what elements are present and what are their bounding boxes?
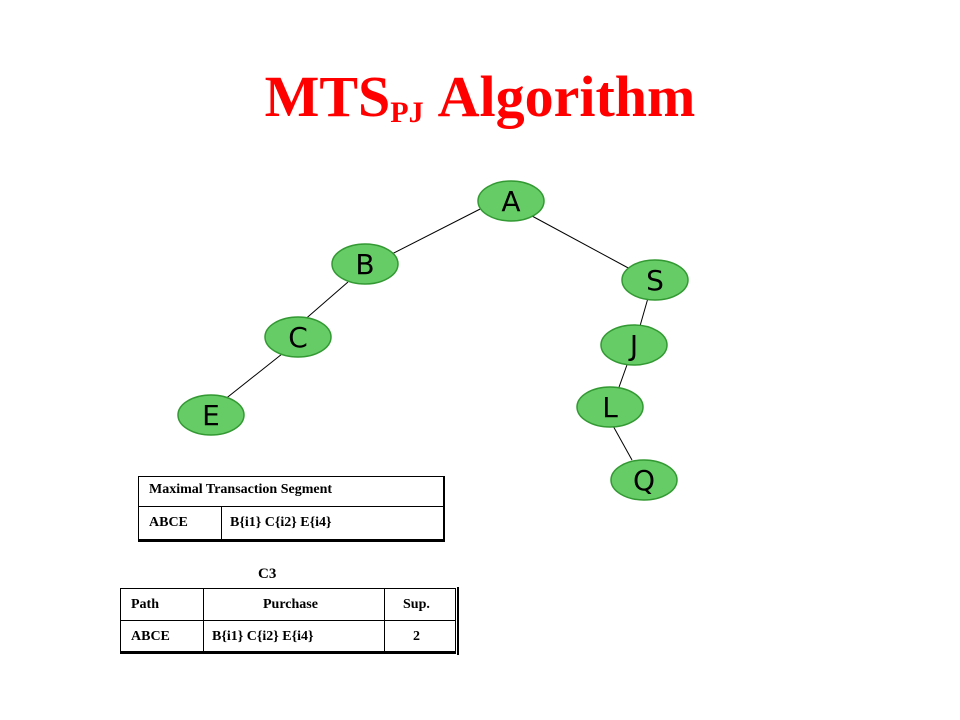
node-a: A bbox=[477, 180, 545, 222]
header-sup: Sup. bbox=[403, 597, 430, 612]
edge-l-q bbox=[611, 423, 633, 461]
header-purchase: Purchase bbox=[263, 597, 318, 612]
node-q-label: Q bbox=[633, 464, 655, 497]
node-l-label: L bbox=[602, 391, 618, 424]
table-header-row: Path Purchase Sup. bbox=[121, 589, 455, 620]
node-c-label: C bbox=[288, 321, 308, 354]
mts-purchase-cell: B{i1} C{i2} E{i4} bbox=[230, 515, 332, 530]
edge-c-e bbox=[223, 353, 283, 401]
edge-j-l bbox=[617, 361, 629, 391]
column-divider bbox=[203, 589, 204, 651]
table-edge-line bbox=[457, 587, 459, 655]
node-l: L bbox=[576, 386, 644, 428]
mts-path-cell: ABCE bbox=[149, 515, 188, 530]
table-row: ABCE B{i1} C{i2} E{i4} bbox=[139, 506, 443, 540]
node-a-label: A bbox=[501, 185, 520, 218]
cell-purchase: B{i1} C{i2} E{i4} bbox=[212, 629, 314, 644]
cell-divider bbox=[221, 507, 222, 540]
node-e: E bbox=[177, 394, 245, 436]
c3-table: Path Purchase Sup. ABCE B{i1} C{i2} E{i4… bbox=[120, 587, 459, 655]
table-row: ABCE B{i1} C{i2} E{i4} 2 bbox=[121, 620, 455, 652]
node-j-label: J bbox=[628, 329, 638, 362]
maximal-transaction-table: Maximal Transaction Segment ABCE B{i1} C… bbox=[138, 476, 445, 542]
node-s: S bbox=[621, 259, 689, 301]
c3-table-label: C3 bbox=[258, 566, 277, 582]
node-b: B bbox=[331, 243, 399, 285]
node-c: C bbox=[264, 316, 332, 358]
node-j: J bbox=[600, 324, 668, 366]
edge-a-s bbox=[531, 215, 633, 271]
node-e-label: E bbox=[202, 399, 220, 432]
mts-table-header: Maximal Transaction Segment bbox=[149, 482, 333, 497]
node-b-label: B bbox=[355, 248, 374, 281]
edge-b-c bbox=[301, 281, 349, 323]
edge-a-b bbox=[383, 203, 491, 259]
node-q: Q bbox=[610, 459, 678, 501]
title-subscript: PJ bbox=[390, 96, 424, 129]
column-divider bbox=[384, 589, 385, 651]
tree-edges bbox=[223, 203, 649, 461]
cell-path: ABCE bbox=[131, 629, 170, 644]
header-path: Path bbox=[131, 597, 159, 612]
edge-s-j bbox=[639, 297, 649, 327]
node-s-label: S bbox=[646, 264, 664, 297]
cell-sup: 2 bbox=[413, 629, 420, 644]
